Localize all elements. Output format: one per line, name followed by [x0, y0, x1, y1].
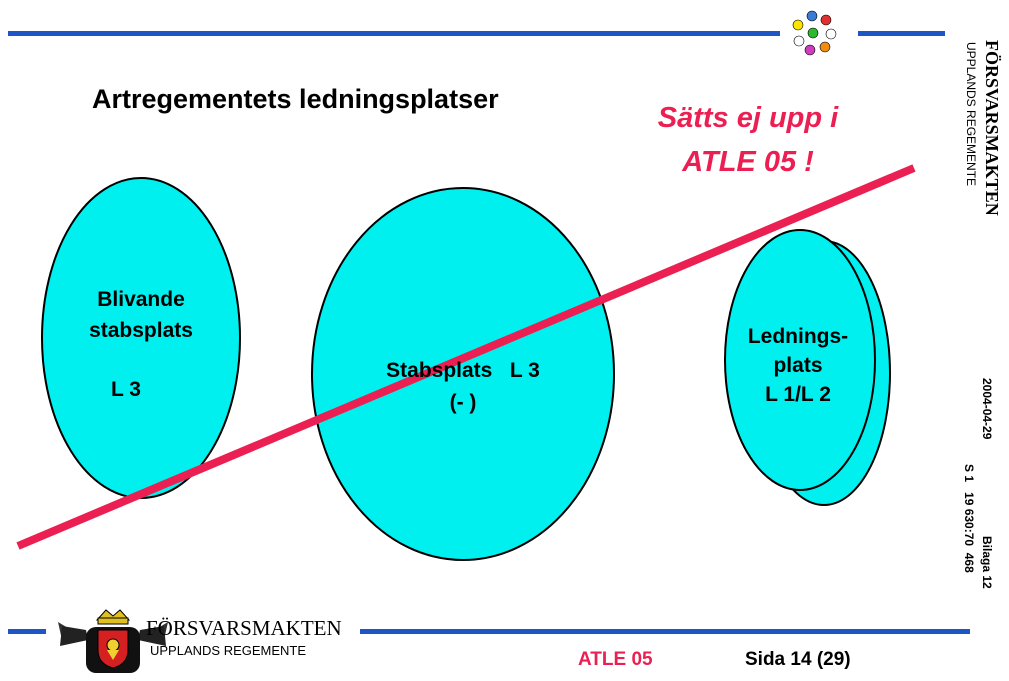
bottom-rule	[360, 629, 970, 634]
lednings-label: Lednings- plats L 1/L 2	[718, 322, 878, 409]
stabsplats-label: Stabsplats L 3 (- )	[358, 355, 568, 419]
stabsplats-line-2: (- )	[449, 391, 477, 414]
stabsplats-line-1: Stabsplats L 3	[386, 359, 540, 382]
lednings-line-1: Lednings-	[747, 325, 849, 348]
stamp-line-1: Sätts ej upp i	[657, 102, 839, 134]
footer-page-total: (29)	[816, 649, 851, 670]
lednings-line-3: L 1/L 2	[765, 383, 831, 406]
blivande-line-3: L 3	[111, 378, 141, 401]
side-org: FÖRSVARSMAKTEN	[982, 40, 1002, 216]
top-rule	[8, 31, 780, 36]
lednings-ellipse	[724, 229, 876, 491]
slide-title: Artregementets ledningsplatser	[92, 84, 499, 114]
blivande-label: Blivande stabsplats L 3	[51, 284, 231, 405]
blivande-line-1: Blivande	[97, 288, 185, 311]
side-unit: UPPLANDS REGEMENTE	[964, 42, 978, 187]
logo-icon	[792, 10, 837, 56]
lednings-line-2: plats	[773, 354, 823, 377]
footer-unit: UPPLANDS REGEMENTE	[150, 643, 307, 658]
footer-exercise: ATLE 05	[578, 649, 653, 670]
side-date: 2004-04-29	[980, 378, 994, 440]
stabsplats-ellipse	[311, 187, 615, 561]
stamp-note: Sätts ej upp i ATLE 05 !	[618, 96, 878, 184]
bottom-rule-left	[8, 629, 46, 634]
footer-page-label: Sida	[745, 649, 786, 670]
crest-icon	[58, 609, 168, 673]
side-ref: S 1 19 630:70 468	[962, 464, 976, 573]
strike-line	[16, 164, 916, 550]
footer-page-num: 14	[790, 649, 812, 670]
footer-org: FÖRSVARSMAKTEN	[146, 616, 342, 640]
top-rule-right	[858, 31, 945, 36]
footer-page: Sida 14 (29)	[745, 649, 851, 671]
side-appendix: Bilaga 12	[980, 536, 994, 589]
blivande-line-2: stabsplats	[89, 319, 193, 342]
stamp-line-2: ATLE 05 !	[682, 146, 814, 178]
